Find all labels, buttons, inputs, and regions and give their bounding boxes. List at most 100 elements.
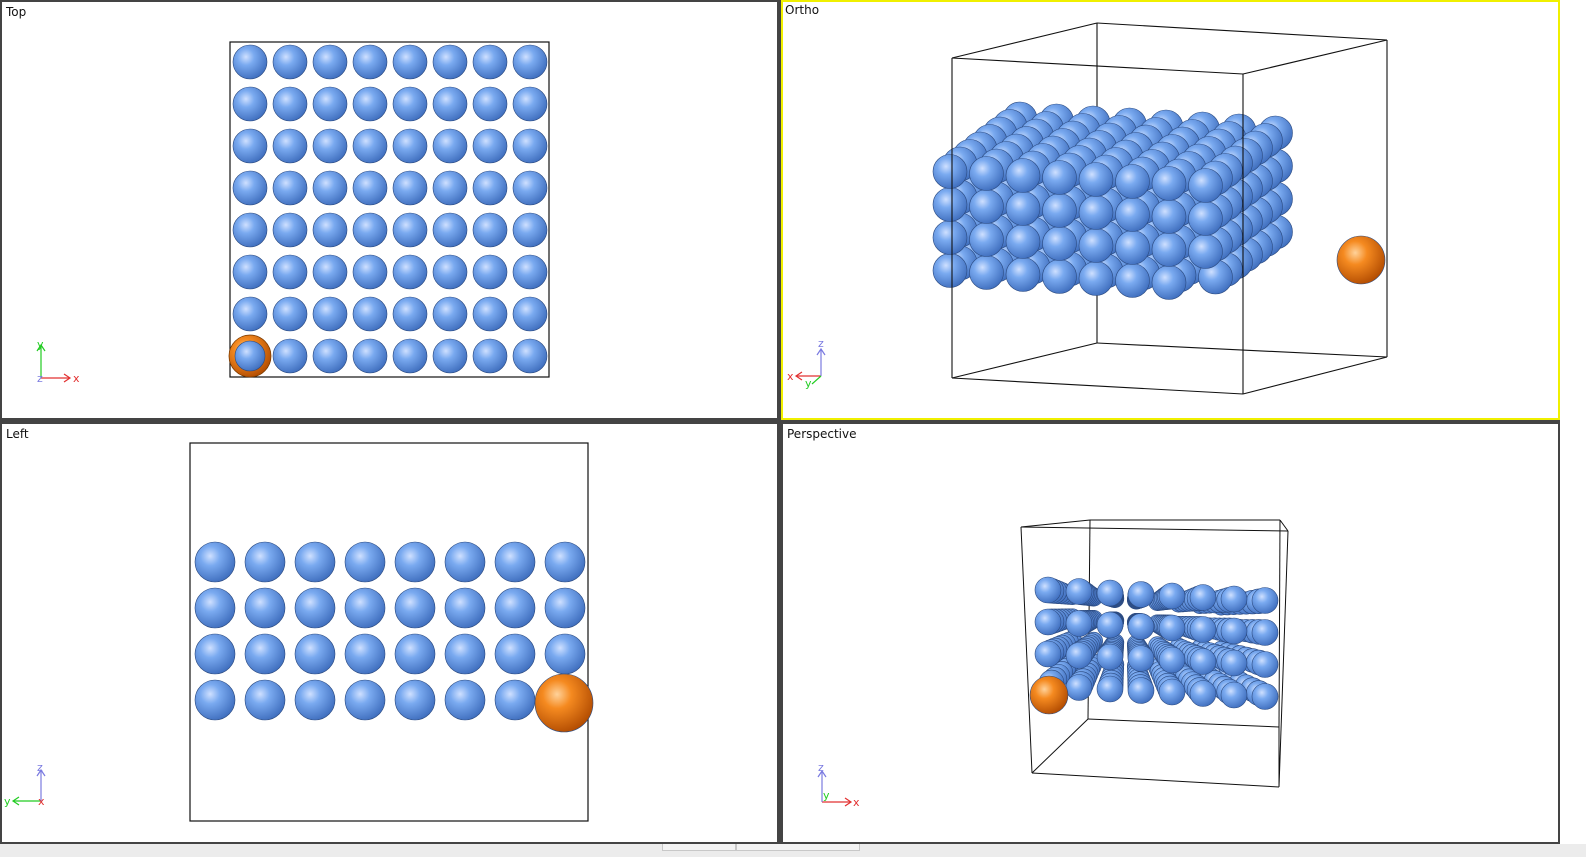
particle-sphere[interactable]	[1078, 228, 1114, 263]
particle-sphere[interactable]	[1065, 578, 1093, 605]
particle-sphere[interactable]	[969, 222, 1004, 257]
particle-sphere[interactable]	[244, 633, 286, 675]
selected-particle[interactable]	[1029, 675, 1069, 715]
particle-sphere[interactable]	[444, 541, 486, 583]
particle-sphere[interactable]	[244, 679, 286, 721]
left-scene[interactable]: y x z	[2, 424, 777, 842]
particle-sphere[interactable]	[512, 212, 548, 248]
particle-sphere[interactable]	[294, 541, 336, 583]
particle-sphere[interactable]	[472, 128, 508, 164]
particle-sphere[interactable]	[1188, 168, 1223, 203]
particle-sphere[interactable]	[1042, 259, 1077, 294]
particle-sphere[interactable]	[432, 170, 468, 206]
particle-sphere[interactable]	[1189, 680, 1217, 707]
particle-sphere[interactable]	[232, 170, 268, 206]
viewport-top[interactable]: x y z Top	[2, 2, 777, 418]
particle-sphere[interactable]	[344, 541, 386, 583]
particle-sphere[interactable]	[969, 189, 1004, 224]
particle-sphere[interactable]	[392, 212, 428, 248]
particle-sphere[interactable]	[294, 587, 336, 629]
particle-sphere[interactable]	[1220, 585, 1248, 613]
perspective-scene[interactable]: x y z	[783, 424, 1558, 842]
particle-sphere[interactable]	[272, 296, 308, 332]
particle-sphere[interactable]	[544, 633, 586, 675]
particle-sphere[interactable]	[1158, 614, 1186, 642]
particle-sphere[interactable]	[312, 128, 348, 164]
particle-sphere[interactable]	[1042, 226, 1077, 261]
particle-sphere[interactable]	[1127, 677, 1155, 704]
particle-sphere[interactable]	[392, 254, 428, 290]
particle-sphere[interactable]	[1034, 640, 1062, 668]
particle-sphere[interactable]	[344, 587, 386, 629]
particle-sphere[interactable]	[932, 154, 968, 189]
particle-sphere[interactable]	[932, 220, 968, 255]
particle-sphere[interactable]	[472, 254, 508, 290]
particle-sphere[interactable]	[494, 587, 536, 629]
particle-sphere[interactable]	[272, 86, 308, 122]
particle-sphere[interactable]	[1158, 582, 1186, 610]
particle-sphere[interactable]	[494, 633, 536, 675]
ortho-scene[interactable]: x y z	[781, 0, 1560, 420]
particle-sphere[interactable]	[472, 44, 508, 80]
particle-sphere[interactable]	[432, 254, 468, 290]
particle-sphere[interactable]	[352, 296, 388, 332]
particle-sphere[interactable]	[1251, 619, 1279, 646]
particle-sphere[interactable]	[392, 296, 428, 332]
particle-sphere[interactable]	[472, 212, 508, 248]
particle-sphere[interactable]	[444, 633, 486, 675]
particle-sphere[interactable]	[272, 338, 308, 374]
particle-sphere[interactable]	[472, 170, 508, 206]
particle-sphere[interactable]	[1220, 617, 1248, 645]
particle-sphere[interactable]	[1115, 164, 1150, 199]
viewport-left[interactable]: y x z Left	[2, 424, 777, 842]
particle-sphere[interactable]	[194, 633, 236, 675]
particle-sphere[interactable]	[1189, 616, 1217, 643]
particle-sphere[interactable]	[494, 541, 536, 583]
particle-sphere[interactable]	[244, 541, 286, 583]
particle-sphere[interactable]	[352, 86, 388, 122]
particle-sphere[interactable]	[232, 212, 268, 248]
particle-sphere[interactable]	[444, 587, 486, 629]
particle-sphere[interactable]	[392, 86, 428, 122]
particle-sphere[interactable]	[932, 253, 968, 288]
particle-sphere[interactable]	[1115, 197, 1150, 232]
particle-sphere[interactable]	[1065, 642, 1093, 669]
particle-sphere[interactable]	[344, 679, 386, 721]
particle-sphere[interactable]	[272, 212, 308, 248]
particle-sphere[interactable]	[432, 86, 468, 122]
particle-sphere[interactable]	[1078, 195, 1114, 230]
selected-particle[interactable]	[1336, 235, 1386, 285]
particle-sphere[interactable]	[1188, 201, 1223, 236]
particle-sphere[interactable]	[1078, 162, 1114, 197]
particle-sphere[interactable]	[1151, 232, 1187, 267]
particle-sphere[interactable]	[1042, 160, 1077, 195]
particle-sphere[interactable]	[472, 86, 508, 122]
particle-sphere[interactable]	[1096, 643, 1124, 671]
particle-sphere[interactable]	[272, 170, 308, 206]
particle-sphere[interactable]	[1251, 683, 1279, 710]
particle-sphere[interactable]	[472, 338, 508, 374]
particle-sphere[interactable]	[1220, 681, 1248, 709]
particle-sphere[interactable]	[294, 633, 336, 675]
particle-sphere[interactable]	[444, 679, 486, 721]
particle-sphere[interactable]	[932, 187, 968, 222]
particle-sphere[interactable]	[1220, 649, 1248, 677]
particle-sphere[interactable]	[232, 86, 268, 122]
particle-sphere[interactable]	[1158, 678, 1186, 706]
particle-sphere[interactable]	[234, 340, 266, 372]
particle-sphere[interactable]	[544, 541, 586, 583]
particle-sphere[interactable]	[232, 44, 268, 80]
particle-sphere[interactable]	[1078, 261, 1114, 296]
particle-sphere[interactable]	[312, 170, 348, 206]
particle-sphere[interactable]	[312, 44, 348, 80]
particle-sphere[interactable]	[432, 338, 468, 374]
particle-sphere[interactable]	[1158, 646, 1186, 674]
particle-sphere[interactable]	[394, 541, 436, 583]
particle-sphere[interactable]	[969, 255, 1004, 290]
particle-sphere[interactable]	[232, 254, 268, 290]
particle-sphere[interactable]	[1096, 579, 1124, 607]
particle-sphere[interactable]	[312, 86, 348, 122]
bottom-tab-right[interactable]	[736, 844, 860, 851]
particle-sphere[interactable]	[1065, 610, 1093, 637]
particle-sphere[interactable]	[352, 212, 388, 248]
